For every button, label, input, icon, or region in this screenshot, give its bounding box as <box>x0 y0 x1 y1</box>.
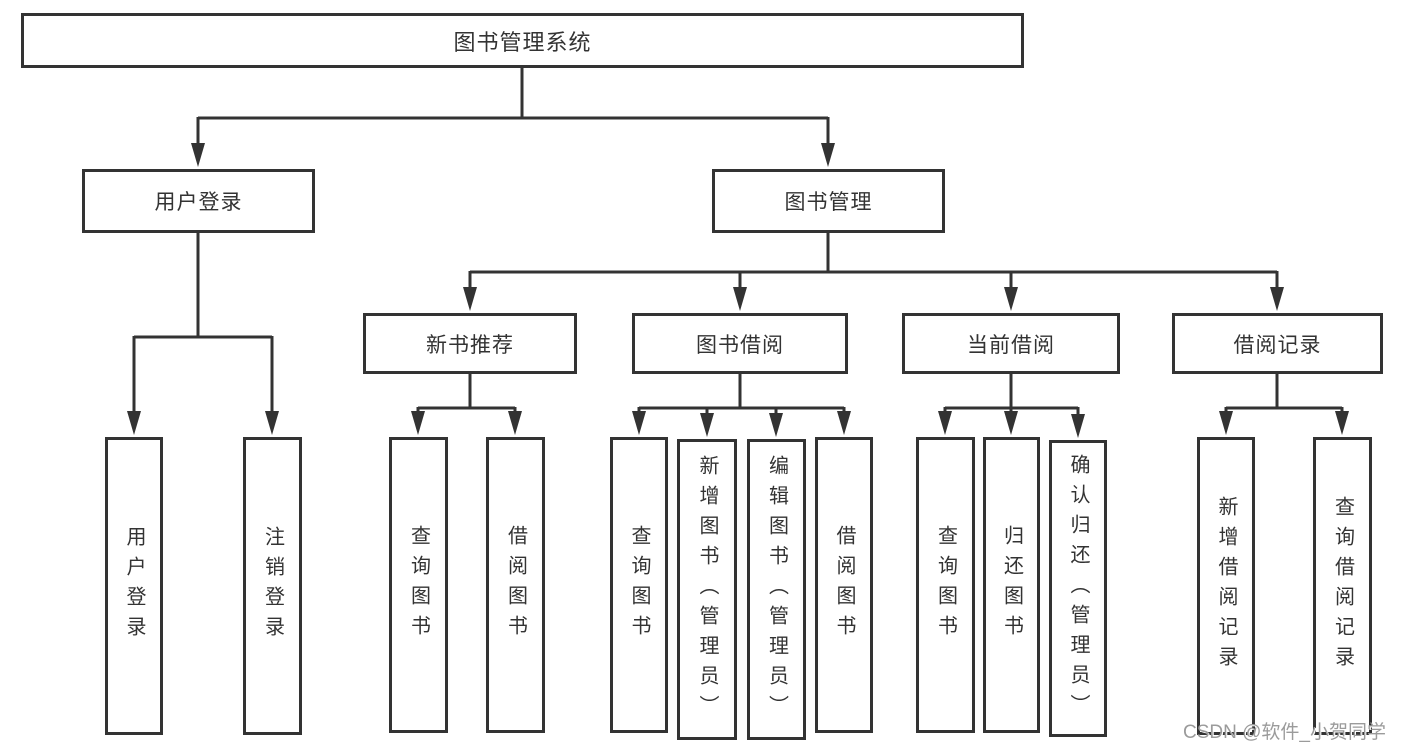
node-current-borrow: 当前借阅 <box>902 313 1120 374</box>
csdn-watermark: CSDN @软件_小贺同学 <box>1183 722 1386 743</box>
leaf-label: 新增借阅记录 <box>1215 496 1237 676</box>
node-book-management: 图书管理 <box>712 169 945 233</box>
leaf-label: 查询借阅记录 <box>1331 496 1354 676</box>
leaf-label: 查询图书 <box>934 525 957 645</box>
node-book-borrow: 图书借阅 <box>632 313 848 374</box>
node-leaf-borrow-books-recommend: 借阅图书 <box>486 437 545 733</box>
node-leaf-query-books-borrow: 查询图书 <box>610 437 668 733</box>
leaf-label: 借阅图书 <box>833 525 855 645</box>
node-leaf-logout: 注销登录 <box>243 437 302 735</box>
leaf-label: 借阅图书 <box>504 525 527 645</box>
leaf-label: 新增图书（管理员） <box>696 454 718 725</box>
node-leaf-add-borrow-record: 新增借阅记录 <box>1197 437 1255 735</box>
leaf-label: 归还图书 <box>1000 525 1023 645</box>
node-user-login: 用户登录 <box>82 169 315 233</box>
leaf-label: 查询图书 <box>628 525 650 645</box>
node-leaf-user-login: 用户登录 <box>105 437 163 735</box>
node-new-book-recommend: 新书推荐 <box>363 313 577 374</box>
leaf-label: 用户登录 <box>123 526 145 646</box>
leaf-label: 注销登录 <box>261 526 284 646</box>
node-leaf-query-books-recommend: 查询图书 <box>389 437 448 733</box>
node-borrow-records: 借阅记录 <box>1172 313 1383 374</box>
node-leaf-confirm-return-admin: 确认归还（管理员） <box>1049 440 1107 737</box>
node-leaf-return-books: 归还图书 <box>983 437 1040 733</box>
node-root-system: 图书管理系统 <box>21 13 1024 68</box>
node-leaf-query-books-current: 查询图书 <box>916 437 975 733</box>
node-leaf-query-borrow-record: 查询借阅记录 <box>1313 437 1372 735</box>
node-leaf-borrow-books: 借阅图书 <box>815 437 873 733</box>
leaf-label: 查询图书 <box>407 525 430 645</box>
node-leaf-add-books-admin: 新增图书（管理员） <box>677 439 737 740</box>
leaf-label: 确认归还（管理员） <box>1067 453 1089 724</box>
node-leaf-edit-books-admin: 编辑图书（管理员） <box>747 439 806 740</box>
leaf-label: 编辑图书（管理员） <box>765 454 788 725</box>
